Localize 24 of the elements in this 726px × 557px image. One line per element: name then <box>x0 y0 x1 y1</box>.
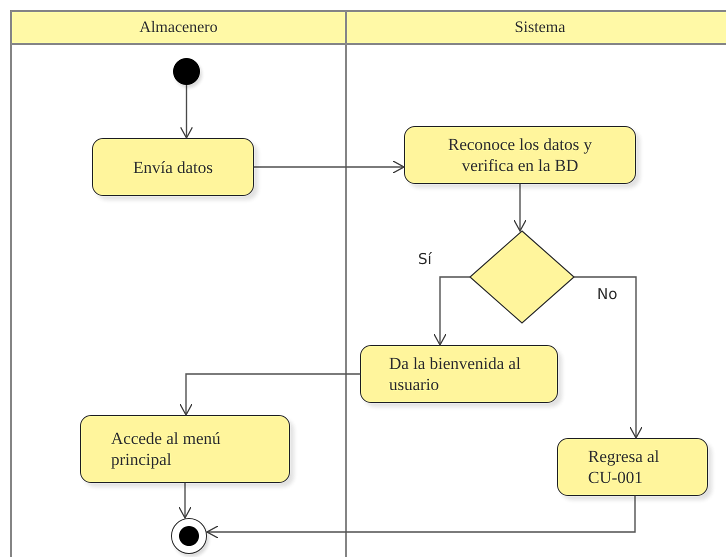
lane-header: Almacenero <box>12 12 345 45</box>
arrow <box>180 85 194 139</box>
arrow <box>574 276 643 439</box>
action-text: Envía datos <box>133 156 213 178</box>
action-text: Da la bienvenida al usuario <box>389 353 522 395</box>
action-text: Accede al menú principal <box>111 428 222 470</box>
arrow <box>206 496 636 539</box>
end-node <box>171 518 207 554</box>
action-text: Regresa al CU-001 <box>588 446 660 488</box>
arrow <box>178 483 192 519</box>
lane-header: Sistema <box>347 12 726 45</box>
action-box <box>557 438 708 496</box>
action-box <box>404 126 636 184</box>
arrow <box>513 184 527 232</box>
action-box <box>360 345 558 403</box>
arrow <box>179 373 360 416</box>
start-node <box>173 58 200 85</box>
decision-diamond <box>470 231 574 323</box>
arrow <box>254 160 405 174</box>
arrow <box>433 276 470 346</box>
swimlane <box>10 10 347 557</box>
action-box <box>80 415 290 483</box>
action-box <box>92 138 254 196</box>
action-text: Reconoce los datos y verifica en la BD <box>447 134 593 176</box>
